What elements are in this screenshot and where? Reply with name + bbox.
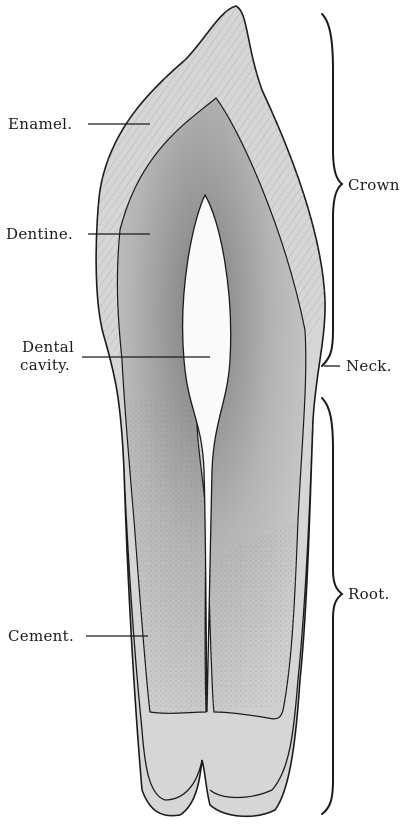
neck-label: Neck.	[346, 357, 392, 375]
dental-cavity-label-line2: cavity.	[20, 356, 70, 374]
dental-cavity-label-line1: Dental	[22, 338, 74, 356]
cement-label: Cement.	[8, 627, 74, 645]
dentine-label: Dentine.	[6, 225, 73, 243]
root-label: Root.	[348, 585, 390, 603]
root-brace	[322, 398, 342, 814]
crown-label: Crown	[348, 176, 400, 194]
enamel-label: Enamel.	[8, 115, 72, 133]
